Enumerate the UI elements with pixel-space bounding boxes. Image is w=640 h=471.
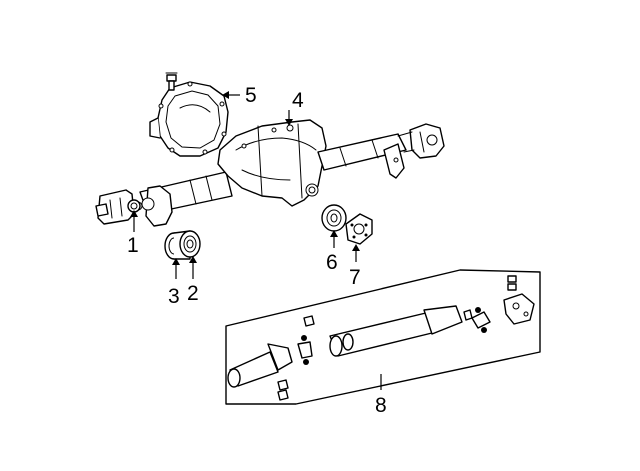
axle-housing (95, 119, 445, 227)
leader-lines (130, 91, 382, 390)
callout-3: 3 (168, 285, 180, 308)
differential-cover (149, 81, 229, 157)
drive-shaft-box (225, 269, 541, 405)
callout-4: 4 (292, 89, 304, 112)
callout-1: 1 (127, 234, 139, 257)
axle-seal (179, 230, 201, 258)
cover-bolt (165, 72, 178, 91)
callout-2: 2 (187, 282, 199, 305)
pinion-seal (321, 204, 347, 232)
callout-6: 6 (326, 251, 338, 274)
callout-8: 8 (375, 394, 387, 417)
callout-7: 7 (349, 266, 361, 289)
axle-bearing-bolt (127, 199, 141, 213)
drive-shaft-assembly (227, 275, 535, 401)
pinion-flange (345, 213, 373, 245)
callout-5: 5 (245, 84, 257, 107)
callout-labels: 1 2 3 4 5 6 7 8 (127, 84, 387, 417)
